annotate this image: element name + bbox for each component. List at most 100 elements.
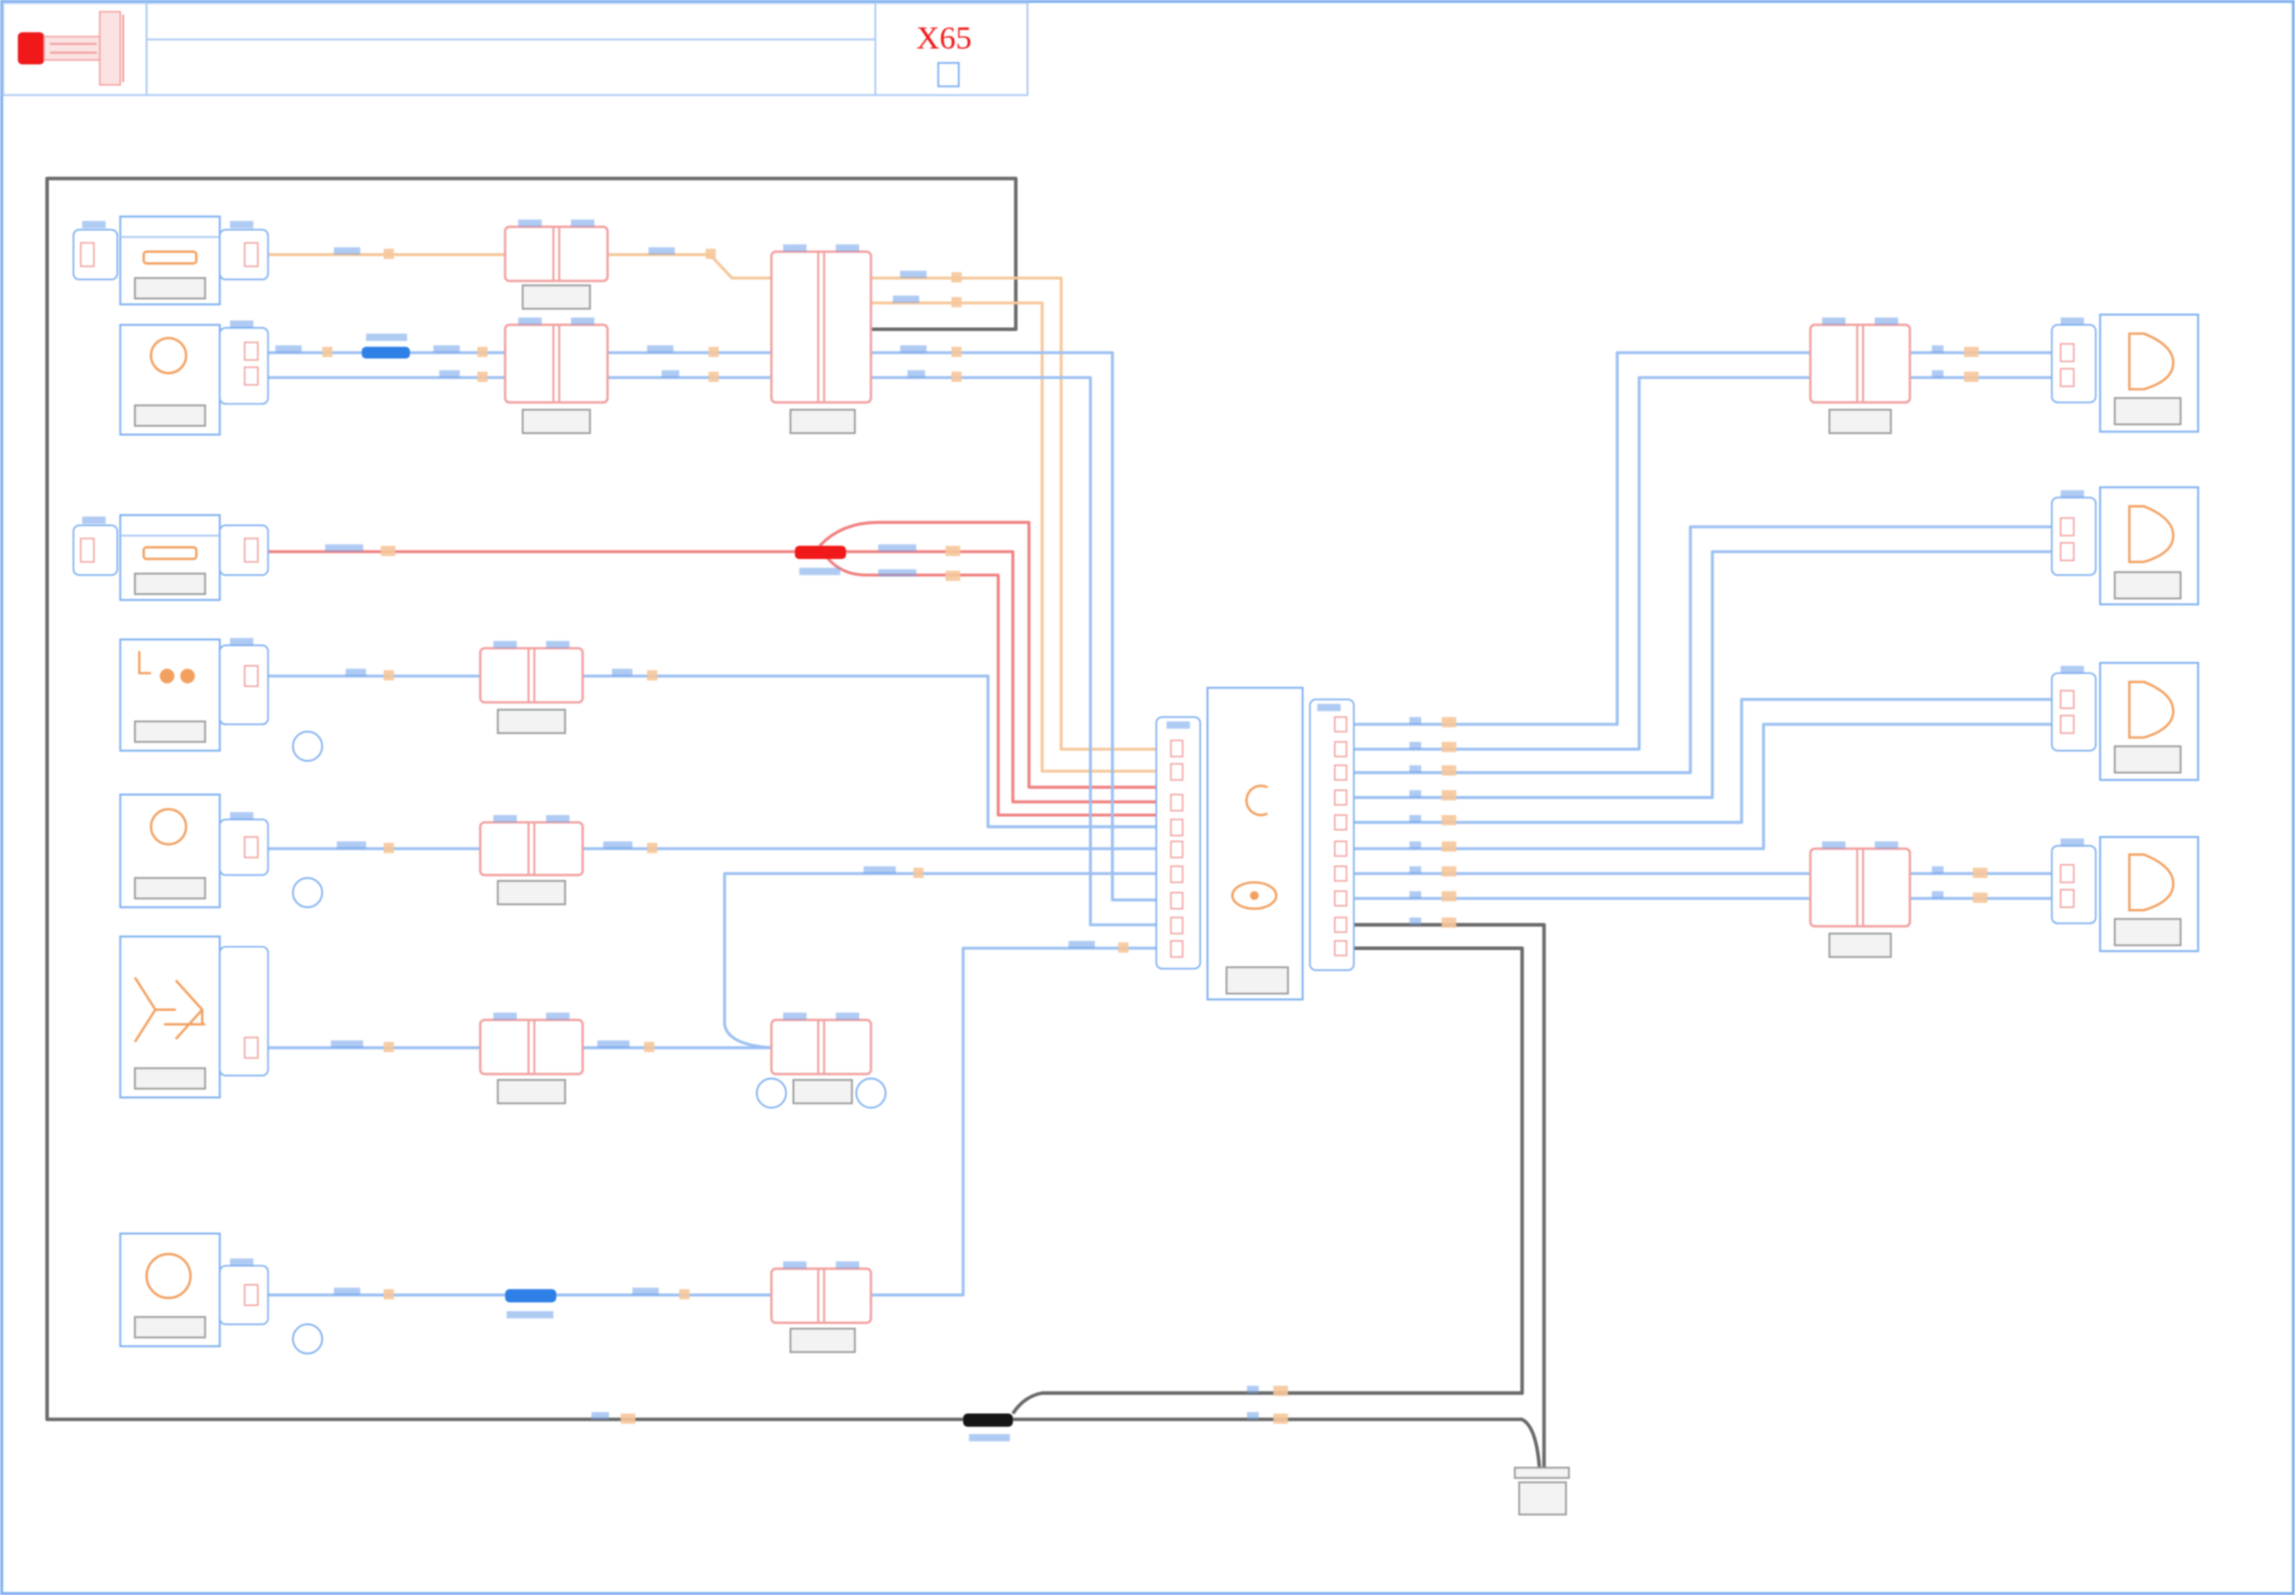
plug-body — [43, 35, 101, 61]
connector-c5 — [479, 815, 584, 906]
wire — [582, 674, 1157, 829]
component-label — [134, 572, 207, 595]
pin-tag — [570, 317, 595, 325]
lamp-icon — [138, 651, 151, 675]
switch-component — [119, 935, 269, 1099]
terminal — [243, 1036, 259, 1059]
pin-tag — [2060, 665, 2085, 674]
wire-tag — [330, 1040, 364, 1048]
motor-component — [119, 320, 269, 436]
wire-tag — [1964, 346, 1979, 358]
right-sensor-1 — [2051, 313, 2200, 433]
terminal — [1334, 716, 1348, 733]
terminal — [1170, 763, 1184, 781]
wire-tag — [644, 1041, 655, 1053]
terminal — [243, 366, 259, 386]
wire-tag — [1409, 866, 1422, 874]
splice-icon — [361, 346, 410, 359]
wire — [1353, 351, 1811, 726]
wire-tag — [433, 345, 460, 353]
connector-c7 — [755, 1012, 887, 1109]
splice-icon — [505, 1289, 557, 1303]
wire — [1353, 697, 2052, 824]
plug-flange — [99, 10, 121, 86]
pin-tag — [493, 815, 517, 823]
right-sensor-4 — [2051, 836, 2200, 953]
reference-circle — [292, 1323, 324, 1355]
component-label — [134, 1316, 207, 1339]
component-label — [134, 404, 207, 427]
wire-tag — [1441, 765, 1457, 776]
connector-c9 — [1809, 317, 1912, 435]
ground-label — [1518, 1481, 1567, 1516]
ground-icon — [1513, 1466, 1570, 1516]
connector-label — [1828, 932, 1892, 958]
wire-tag — [1931, 370, 1944, 378]
wire-tag — [951, 371, 962, 382]
pin-tag — [518, 317, 542, 325]
wire-tag — [1247, 1385, 1259, 1394]
splice-label — [366, 333, 408, 341]
wire — [870, 276, 1157, 751]
wire-tag — [275, 345, 302, 353]
wire-tag — [1441, 841, 1457, 852]
wire-tag — [1247, 1412, 1259, 1420]
pin-block — [2051, 844, 2097, 925]
connector-label — [496, 1079, 566, 1105]
terminal — [1334, 741, 1348, 758]
wire-tag — [945, 545, 961, 557]
pin-tag — [1166, 721, 1190, 729]
connector-c3 — [770, 244, 873, 435]
title-block: X65 — [2, 2, 1029, 96]
wire-tag — [951, 346, 962, 358]
pin-tag — [230, 638, 254, 646]
right-sensor-2 — [2051, 486, 2200, 606]
fuse-1 — [72, 215, 269, 306]
terminal — [1334, 865, 1348, 882]
wires-orange — [268, 253, 1157, 773]
pin-tag — [835, 1261, 860, 1269]
terminal — [1170, 940, 1184, 958]
pin-block — [218, 326, 269, 405]
wire-tag — [705, 248, 716, 260]
component-label — [2113, 397, 2182, 426]
connector-body — [770, 250, 873, 404]
wire-tag — [1964, 371, 1979, 382]
terminal — [1334, 840, 1348, 857]
ground-bar — [1513, 1466, 1570, 1479]
connector-label — [789, 1327, 856, 1353]
pin-tag — [546, 815, 570, 823]
terminal — [1170, 739, 1184, 758]
connector-label — [521, 408, 591, 435]
splices — [361, 333, 1013, 1427]
wire-tag — [383, 248, 394, 260]
component-label — [134, 720, 207, 743]
pin-block — [2051, 672, 2097, 752]
pin-tag — [835, 1012, 860, 1020]
wire — [1353, 376, 1811, 751]
terminal — [1170, 793, 1184, 812]
wire — [1353, 722, 2052, 851]
wire-tag — [591, 1412, 610, 1420]
pin-tag — [1822, 317, 1846, 325]
wire-tag — [383, 670, 394, 681]
wire-tag — [1441, 741, 1457, 753]
wire-tag — [679, 1289, 690, 1300]
wire-tag — [1409, 717, 1422, 725]
splice-icon — [963, 1413, 1013, 1427]
terminal — [2059, 542, 2075, 562]
terminal — [80, 242, 95, 268]
connector-body — [479, 821, 584, 877]
wire-tag — [661, 370, 680, 378]
pin-block — [2051, 324, 2097, 404]
connector-label — [496, 880, 566, 906]
wire-tag — [1441, 891, 1457, 902]
component-label — [2113, 745, 2182, 774]
terminal — [1170, 865, 1184, 884]
connector-body — [479, 1018, 584, 1076]
wire-tag — [951, 297, 962, 308]
pin-tag — [783, 244, 807, 252]
connector-c8 — [770, 1261, 873, 1353]
